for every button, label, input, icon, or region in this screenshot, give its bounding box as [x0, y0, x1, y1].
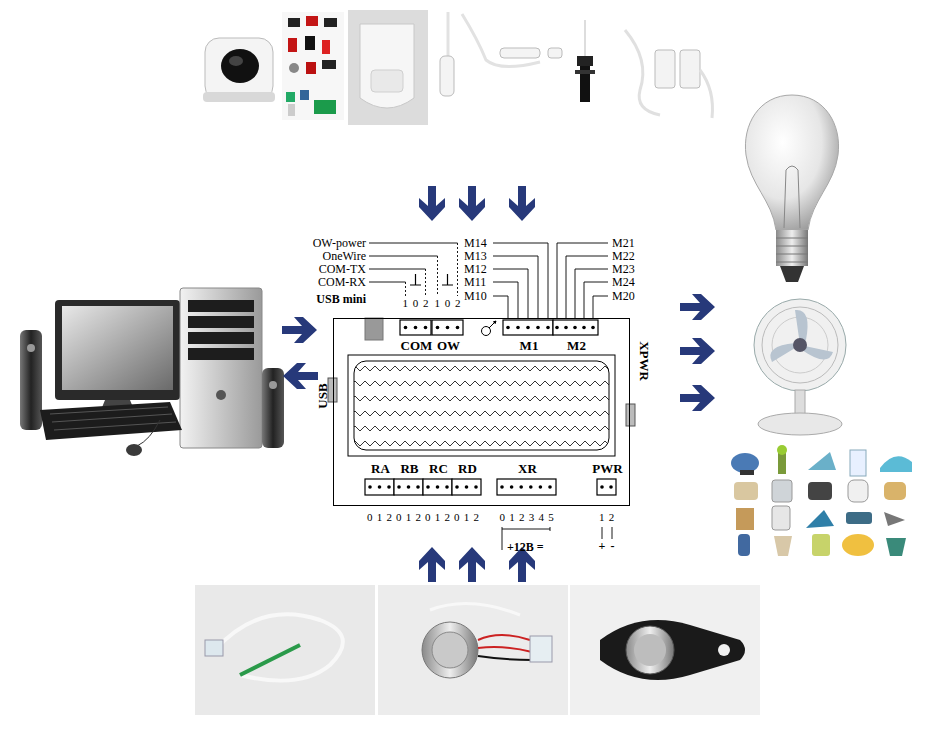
connector-label: OW [437, 338, 460, 353]
connector-label: XR [518, 461, 537, 476]
connector-label: RC [429, 461, 448, 476]
leader-lines [369, 243, 612, 550]
connector-label: RD [458, 461, 477, 476]
pin-label: 0 1 2 [367, 511, 392, 524]
pin-label: M20 [612, 289, 635, 303]
connector-label: XPWR [637, 341, 652, 381]
pin-label: M12 [464, 262, 487, 276]
key-readers [195, 585, 760, 715]
pin-label: COM-TX [319, 262, 366, 276]
pin-label: M13 [464, 249, 487, 263]
pin-label: +12B = [507, 540, 544, 554]
pin-label: M22 [612, 249, 635, 263]
flow-arrows [282, 186, 715, 582]
connector-label: COM [401, 338, 433, 353]
controller-board: COMOWM1M2USBXPWRRARBRCRDXRPWR [333, 318, 630, 506]
pin-label: M10 [464, 289, 487, 303]
connector-label: RA [371, 461, 390, 476]
input-devices [203, 10, 713, 125]
pin-label: 1 0 2 [435, 297, 461, 310]
connector-label: M1 [520, 338, 539, 353]
pin-label: COM-RX [318, 275, 366, 289]
pin-label: 0 1 2 [396, 511, 421, 524]
pin-label: M14 [464, 236, 487, 250]
connector-label: USB [315, 383, 330, 408]
pin-label: 0 1 2 [425, 511, 450, 524]
board-details [328, 318, 635, 495]
pin-label: USB mini [316, 292, 366, 306]
pin-label: OW-power [313, 236, 366, 250]
pin-label: OneWire [323, 249, 367, 263]
light-bulb [745, 95, 838, 282]
connector-label: PWR [592, 461, 622, 476]
appliances [731, 445, 912, 556]
pin-label: 0 1 2 [454, 511, 479, 524]
pin-label: + [599, 539, 606, 553]
pin-label: 1 2 [599, 511, 614, 524]
fan [754, 299, 846, 435]
computer [20, 288, 284, 456]
pin-label: - [611, 539, 615, 553]
pin-label: 0 1 2 3 4 5 [499, 511, 553, 524]
pin-label: 1 0 2 [403, 297, 429, 310]
connector-label: M2 [567, 338, 586, 353]
connector-pins [368, 326, 613, 489]
pin-label: M21 [612, 236, 635, 250]
pin-label: M24 [612, 275, 635, 289]
pin-label: M11 [464, 275, 486, 289]
pin-label: M23 [612, 262, 635, 276]
connector-label: RB [400, 461, 418, 476]
